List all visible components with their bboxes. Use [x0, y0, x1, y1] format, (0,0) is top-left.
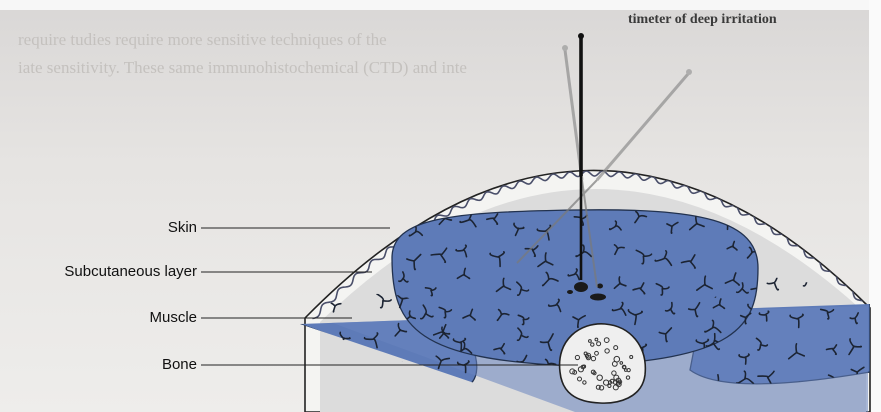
muscle-fiber-mark: [848, 274, 864, 286]
label-bone: Bone: [162, 356, 197, 373]
bone: [560, 324, 646, 403]
label-muscle: Muscle: [149, 309, 197, 326]
label-subcutaneous-layer: Subcutaneous layer: [64, 263, 197, 280]
muscle-fiber-mark: [302, 293, 312, 302]
label-skin: Skin: [168, 219, 197, 236]
